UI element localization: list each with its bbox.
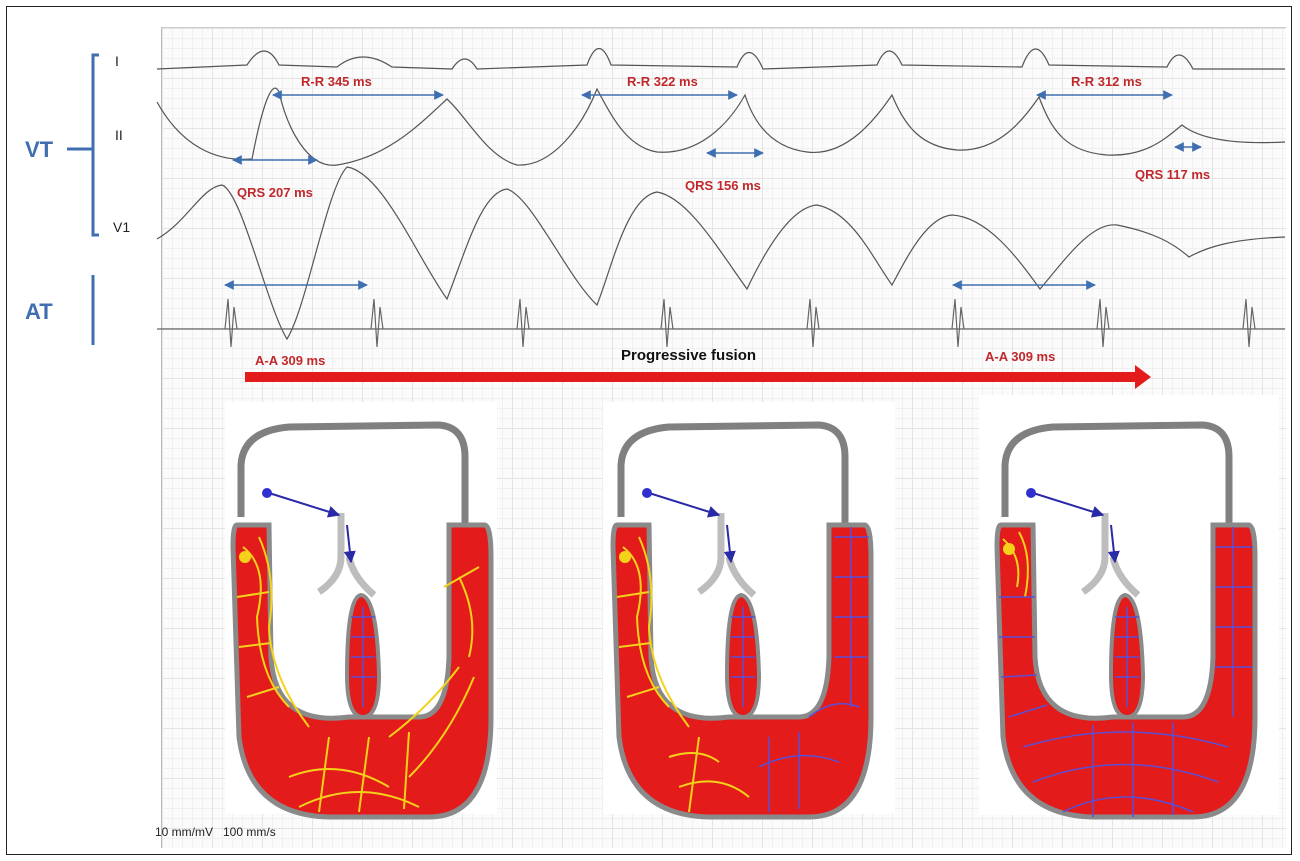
rr2-label: R-R 322 ms — [627, 74, 698, 89]
rr3-label: R-R 312 ms — [1071, 74, 1142, 89]
a-spike-8 — [1243, 299, 1255, 347]
a-spike-6 — [952, 299, 964, 347]
aa2-label: A-A 309 ms — [985, 349, 1055, 364]
at-trace — [157, 299, 1285, 347]
qrs3-label: QRS 117 ms — [1135, 167, 1210, 182]
vt-label: VT — [25, 137, 54, 162]
aa1-label: A-A 309 ms — [255, 353, 325, 368]
vt-bracket: VT — [25, 55, 99, 235]
a-spike-4 — [661, 299, 673, 347]
qrs1-label: QRS 207 ms — [237, 185, 313, 200]
at-bracket: AT — [25, 275, 93, 345]
a-spike-7 — [1097, 299, 1109, 347]
lead-i-label: I — [115, 53, 119, 69]
a-spike-1 — [225, 299, 237, 347]
lead-ii-label: II — [115, 127, 123, 143]
at-label: AT — [25, 299, 53, 324]
a-spike-2 — [371, 299, 383, 347]
measurement-labels: R-R 345 ms R-R 322 ms R-R 312 ms QRS 207… — [237, 74, 1210, 368]
lead-labels: I II V1 — [113, 53, 130, 235]
lead-v1-label: V1 — [113, 219, 130, 235]
a-spike-3 — [517, 299, 529, 347]
figure-frame: I II V1 VT AT — [6, 6, 1292, 855]
progressive-fusion-label: Progressive fusion — [621, 347, 756, 364]
rr1-label: R-R 345 ms — [301, 74, 372, 89]
a-spike-5 — [807, 299, 819, 347]
figure-canvas: I II V1 VT AT — [7, 7, 1292, 855]
ecg-traces — [157, 49, 1285, 348]
scale-label: 10 mm/mV 100 mm/s — [155, 825, 276, 839]
qrs2-label: QRS 156 ms — [685, 178, 761, 193]
lead-i-trace — [157, 49, 1285, 70]
heart-panels — [225, 395, 1279, 817]
